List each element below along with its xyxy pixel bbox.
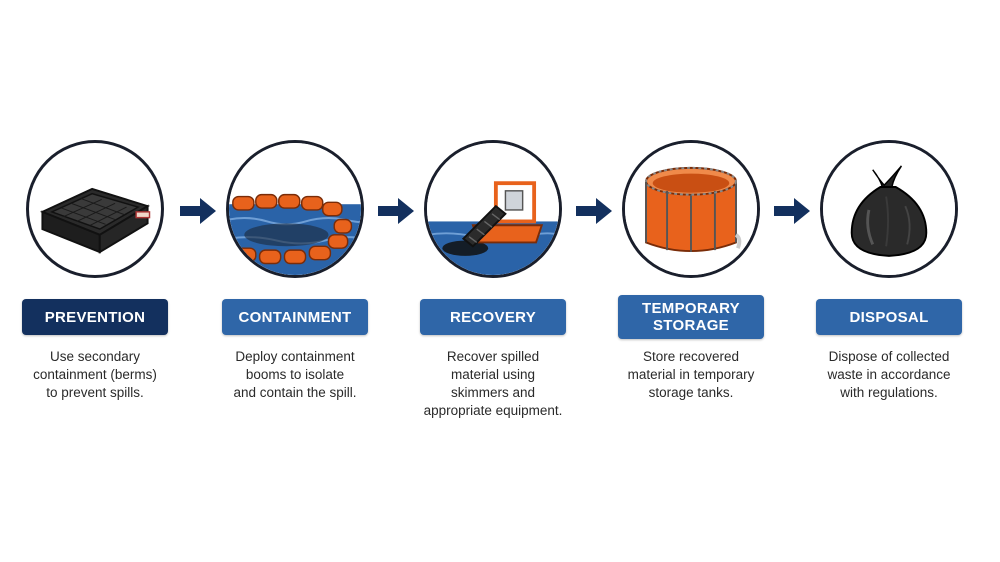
arrow-right-icon (576, 196, 614, 226)
step-disposal: DISPOSAL Dispose of collected waste in a… (794, 140, 984, 440)
step-label: PREVENTION (22, 299, 168, 335)
step-label: CONTAINMENT (222, 299, 368, 335)
step-containment: CONTAINMENT Deploy containment booms to … (200, 140, 390, 440)
step-description: Use secondary containment (berms) to pre… (33, 349, 157, 400)
arrow-right-icon (378, 196, 416, 226)
step-description: Deploy containment booms to isolate and … (233, 349, 357, 400)
step-description: Store recovered material in temporary st… (627, 349, 755, 400)
step-recovery: RECOVERY Recover spilled material using … (398, 140, 588, 440)
step-label: DISPOSAL (816, 299, 962, 335)
skimmer-boat-icon (424, 140, 562, 278)
storage-tank-icon (622, 140, 760, 278)
step-description: Recover spilled material using skimmers … (423, 349, 563, 418)
step-description: Dispose of collected waste in accordance… (827, 349, 951, 400)
step-label: TEMPORARY STORAGE (618, 295, 764, 339)
arrow-right-icon (774, 196, 812, 226)
trash-bag-icon (820, 140, 958, 278)
step-label: RECOVERY (420, 299, 566, 335)
containment-boom-icon (226, 140, 364, 278)
step-prevention: PREVENTION Use secondary containment (be… (0, 140, 190, 440)
step-temporary-storage: TEMPORARY STORAGE Store recovered materi… (596, 140, 786, 440)
berm-tray-icon (26, 140, 164, 278)
arrow-right-icon (180, 196, 218, 226)
